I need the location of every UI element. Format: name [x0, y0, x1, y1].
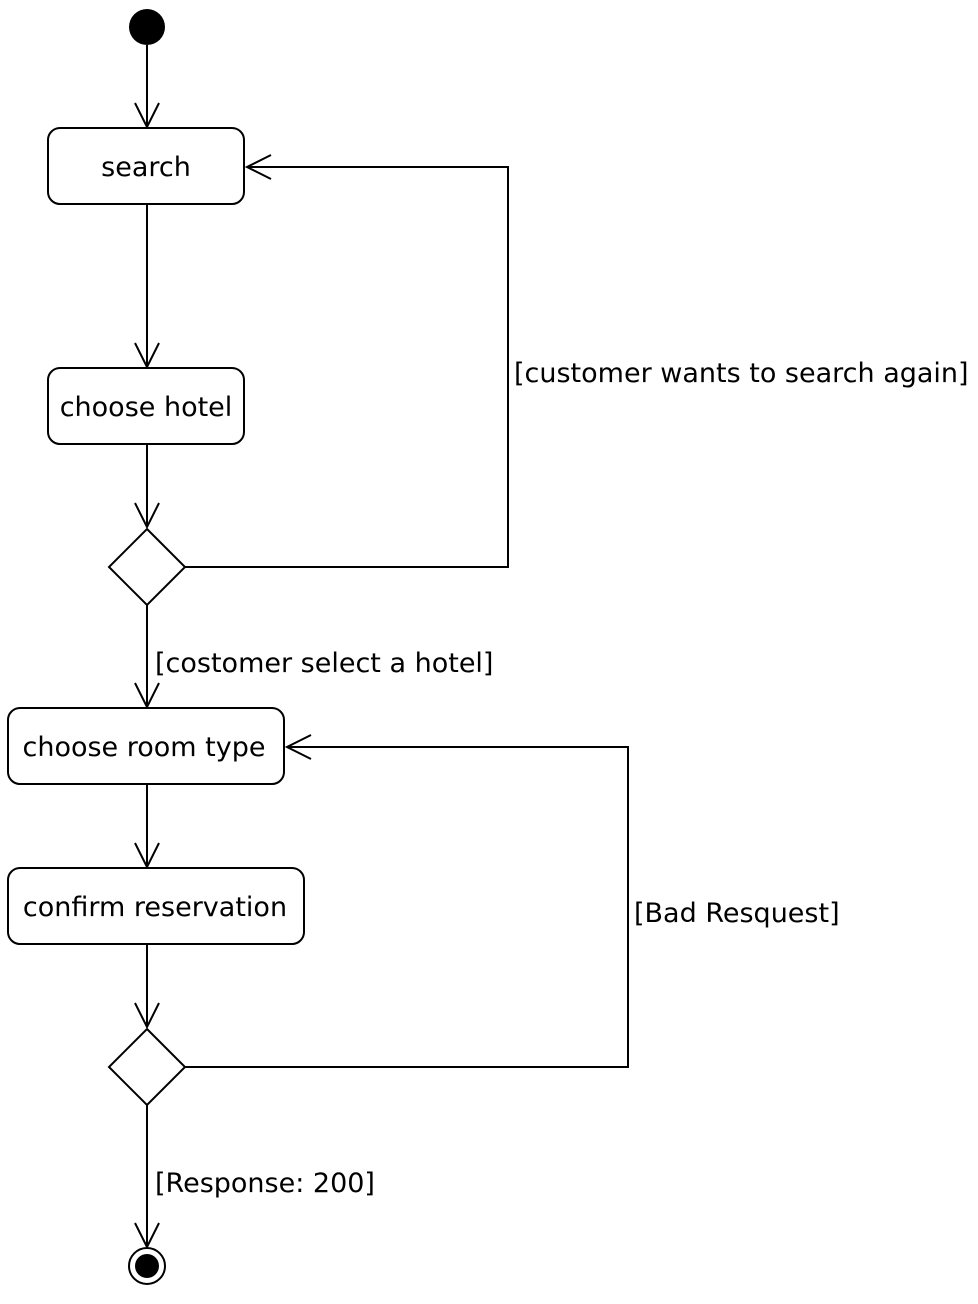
action-choose-room-type	[7, 707, 285, 785]
action-confirm-reservation	[7, 867, 305, 945]
guard-search-again: [customer wants to search again]	[514, 358, 969, 389]
action-choose-hotel	[47, 367, 245, 445]
action-confirm-reservation-label: confirm reservation	[23, 892, 287, 923]
guard-select-hotel: [costomer select a hotel]	[155, 648, 493, 679]
action-search-label: search	[101, 152, 191, 183]
decision-node-1	[107, 527, 187, 607]
guard-response-200: [Response: 200]	[155, 1168, 375, 1199]
arrowhead-choose-room-type-right	[284, 734, 312, 760]
action-search	[47, 127, 245, 205]
action-choose-room-type-label: choose room type	[23, 732, 266, 763]
arrowhead-search-right	[244, 154, 272, 180]
final-node-core	[135, 1254, 159, 1278]
decision-node-2	[107, 1027, 187, 1107]
action-choose-hotel-label: choose hotel	[60, 392, 233, 423]
arrowhead-decision-2-top	[134, 1002, 160, 1030]
guard-bad-request: [Bad Resquest]	[634, 898, 840, 929]
initial-node	[129, 9, 165, 45]
flow-decision-2-to-choose-room-type	[185, 746, 629, 1068]
flow-decision-1-to-search	[185, 166, 509, 568]
arrowhead-decision-1-top	[134, 502, 160, 530]
